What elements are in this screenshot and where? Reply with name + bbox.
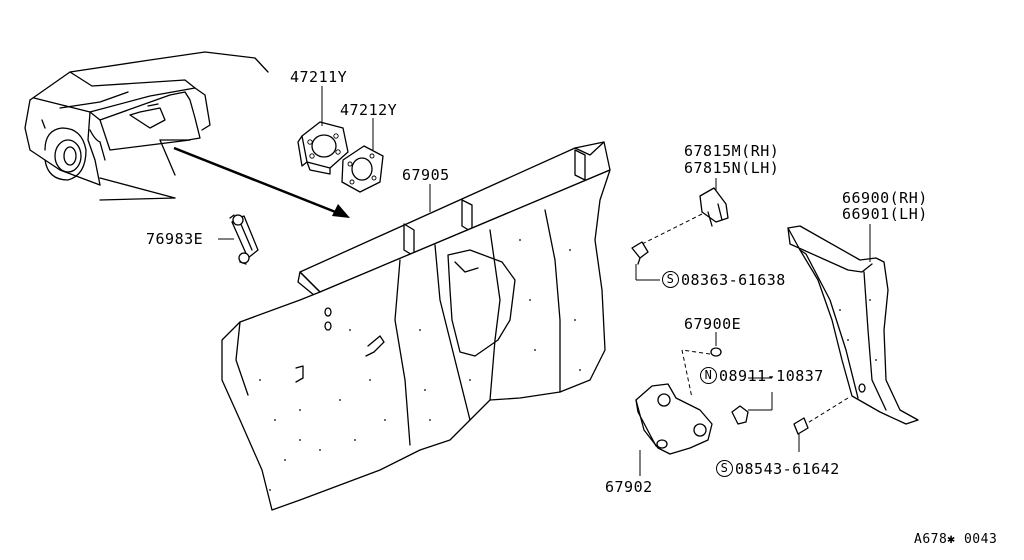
vehicle-illustration	[24, 51, 269, 201]
label-67815n: 67815N(LH)	[684, 159, 780, 177]
nut-08911-10837	[731, 377, 773, 425]
label-67900e: 67900E	[684, 315, 742, 333]
gasket-47212y	[341, 118, 384, 193]
clip-67900e	[681, 332, 722, 399]
screw-08363-61638	[631, 241, 660, 281]
n-symbol: N	[700, 367, 717, 384]
label-76983e: 76983E	[146, 230, 204, 248]
label-47211y: 47211Y	[290, 68, 348, 86]
bracket-76983e	[218, 214, 259, 265]
dash-insulator-67905	[221, 141, 611, 511]
s-symbol: S	[662, 271, 679, 288]
label-67815m: 67815M(RH)	[684, 142, 780, 160]
clip-67815	[641, 178, 729, 245]
part-number-08543: 08543-61642	[735, 460, 840, 478]
grommet-47211y	[297, 86, 349, 175]
label-67902: 67902	[605, 478, 653, 496]
label-47212y: 47212Y	[340, 101, 398, 119]
screw-08543-61642	[793, 417, 809, 452]
part-number-08911: 08911-10837	[719, 367, 824, 385]
kick-panel-66900	[787, 224, 919, 425]
label-66901: 66901(LH)	[842, 205, 928, 223]
bracket-67902	[635, 383, 713, 476]
texture-dots	[259, 239, 581, 491]
s-symbol: S	[716, 460, 733, 477]
footer-code: A678✱ 0043	[914, 532, 998, 547]
label-66900: 66900(RH)	[842, 189, 928, 207]
direction-arrow	[173, 146, 350, 218]
part-number-08363: 08363-61638	[681, 271, 786, 289]
label-67905: 67905	[402, 166, 450, 184]
